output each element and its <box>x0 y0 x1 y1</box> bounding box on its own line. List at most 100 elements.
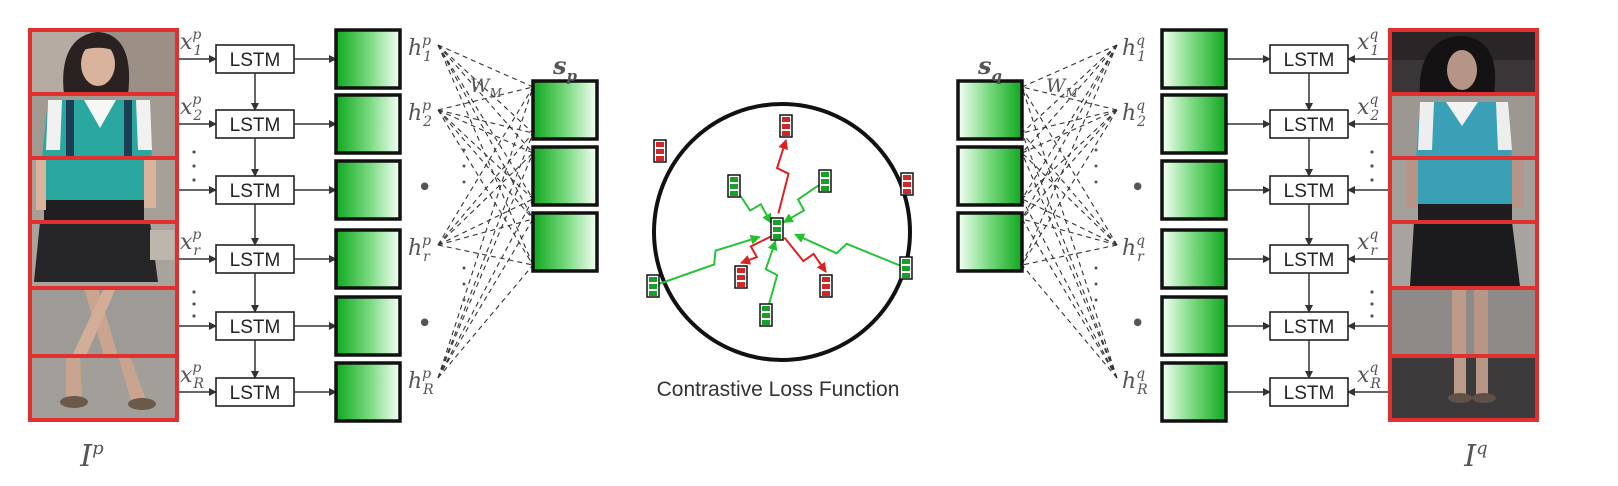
weight-connection <box>437 218 534 246</box>
positive-feature-vector <box>646 274 660 298</box>
hidden-state-cell <box>1160 159 1228 221</box>
ellipsis-dot <box>462 180 466 184</box>
weight-connection <box>437 86 534 111</box>
sequence-feature-label: sp <box>552 51 578 85</box>
negative-push-arrow <box>775 139 790 214</box>
weight-connection <box>1021 44 1118 266</box>
ellipsis-dot <box>1370 178 1374 182</box>
negative-feature-vector <box>819 274 833 298</box>
right-strip-3 <box>1390 158 1537 222</box>
ellipsis-dot <box>1370 314 1374 318</box>
ellipsis-dot <box>1094 266 1098 270</box>
weight-connection <box>1021 218 1118 379</box>
ellipsis-dot <box>1370 290 1374 294</box>
ellipsis-dot <box>462 164 466 168</box>
lstm-label: LSTM <box>1284 181 1335 202</box>
sequence-feature-cell <box>956 211 1024 273</box>
right-strip-frames <box>1388 28 1539 422</box>
weight-connection <box>437 86 534 246</box>
weight-connection <box>1021 109 1118 220</box>
ellipsis-dot <box>192 302 196 306</box>
svg-text:Iq: Iq <box>1463 438 1487 474</box>
left-strip-4 <box>30 222 177 288</box>
right-person-image-strips <box>1388 28 1539 422</box>
hidden-state-cell <box>334 28 402 90</box>
sequence-feature-cell <box>956 79 1024 141</box>
contrastive-loss-diagram: Contrastive Loss Function <box>646 102 914 401</box>
weight-connection <box>437 44 534 134</box>
weight-connection <box>1021 244 1118 266</box>
lstm-box <box>215 244 295 274</box>
lstm-label: LSTM <box>230 317 281 338</box>
weight-connection <box>437 44 534 220</box>
weight-connection <box>437 109 534 266</box>
weight-connection <box>1021 264 1118 379</box>
ellipsis-dot <box>192 178 196 182</box>
lstm-label: LSTM <box>1284 317 1335 338</box>
lstm-label: LSTM <box>1284 383 1335 404</box>
lstm-label: LSTM <box>230 250 281 271</box>
weight-connection <box>1021 44 1118 88</box>
lstm-label: LSTM <box>230 50 281 71</box>
sequence-feature-cell <box>531 145 599 207</box>
outside-negative-vector <box>900 172 914 196</box>
ellipsis-dot <box>1370 164 1374 168</box>
positive-feature-vector <box>899 256 913 280</box>
ellipsis-dot <box>1370 150 1374 154</box>
hidden-ellipsis: • <box>1130 173 1145 203</box>
weight-connection <box>1021 44 1118 220</box>
lstm-label: LSTM <box>230 383 281 404</box>
weight-connection <box>437 44 534 266</box>
left-strip-6 <box>30 356 177 420</box>
wm-label: WM <box>1046 75 1079 100</box>
positive-pull-arrow <box>794 233 907 269</box>
hidden-ellipsis: • <box>417 173 432 203</box>
weight-connection <box>1021 86 1118 246</box>
negative-feature-vector <box>734 265 748 289</box>
ellipsis-dot <box>192 164 196 168</box>
lstm-box <box>215 175 295 205</box>
weight-connection <box>437 218 534 379</box>
weight-connection <box>437 152 534 246</box>
right-strip-6 <box>1390 356 1537 420</box>
left-strip-3 <box>30 158 177 222</box>
left-strip-5 <box>30 288 177 356</box>
anchor-feature-vector <box>770 217 784 241</box>
svg-text:Ip: Ip <box>79 438 104 474</box>
lstm-label: LSTM <box>230 115 281 136</box>
negative-push-arrow <box>740 235 773 265</box>
positive-pull-arrow <box>733 185 772 224</box>
weight-connection <box>1021 44 1118 154</box>
weight-connection <box>437 44 534 200</box>
weight-connection <box>1021 218 1118 246</box>
ellipsis-dot <box>192 290 196 294</box>
weight-connection <box>1021 132 1118 379</box>
hidden-state-cell <box>334 159 402 221</box>
wm-label: WM <box>470 75 503 100</box>
weight-connection <box>437 109 534 220</box>
negative-feature-vector <box>779 114 793 138</box>
lstm-label: LSTM <box>1284 250 1335 271</box>
hidden-state-cell <box>1160 28 1228 90</box>
weight-connection <box>437 244 534 266</box>
weight-connection <box>1021 86 1118 111</box>
hidden-state-cell <box>334 361 402 423</box>
caption: Contrastive Loss Function <box>657 378 900 401</box>
positive-feature-vector <box>818 169 832 193</box>
ellipsis-dot <box>462 148 466 152</box>
weight-connection <box>1021 152 1118 379</box>
weight-connection <box>1021 44 1118 200</box>
positive-pull-arrow <box>782 180 826 224</box>
sequence-feature-label: sq <box>977 51 1002 85</box>
ellipsis-dot <box>192 314 196 318</box>
weight-connection <box>437 152 534 379</box>
